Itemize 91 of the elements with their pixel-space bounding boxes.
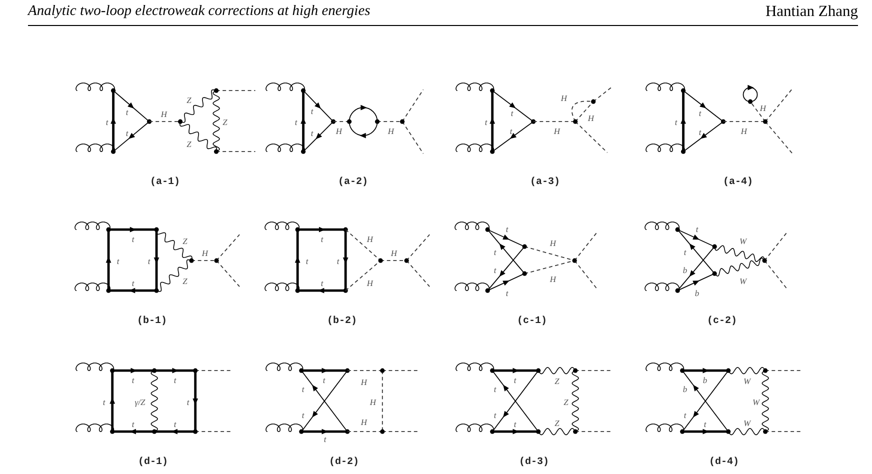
particle-label: t	[514, 376, 516, 384]
particle-label: H	[388, 126, 394, 136]
particle-label: t	[132, 420, 134, 428]
particle-label: H	[366, 234, 374, 244]
particle-label: t	[494, 384, 496, 394]
particle-label: W	[752, 398, 760, 406]
particle-label: H	[360, 418, 368, 426]
particle-label: Z	[222, 118, 228, 126]
particle-label: t	[696, 224, 698, 234]
author-name: Hantian Zhang	[765, 3, 858, 20]
particle-label: H	[366, 278, 374, 288]
particle-label: t	[322, 376, 326, 384]
particle-label: H	[360, 378, 368, 386]
particle-label: Z	[182, 276, 188, 286]
particle-label: t	[494, 410, 496, 420]
particle-label: t	[302, 384, 304, 394]
particle-label: t	[674, 118, 678, 126]
particle-label: b	[694, 288, 700, 298]
particle-label: H	[740, 126, 748, 136]
subfigure-caption: (b-1)	[137, 317, 167, 327]
particle-label: t	[148, 256, 150, 266]
subfigure-caption: (d-1)	[138, 458, 168, 468]
particle-label: W	[743, 418, 751, 428]
particle-label: t	[126, 128, 128, 138]
particle-label: t	[306, 256, 308, 266]
particle-label: t	[506, 224, 508, 234]
particle-label: H	[336, 126, 342, 136]
particle-label: t	[698, 128, 702, 136]
particle-label: H	[560, 94, 568, 102]
particle-label: Z	[186, 140, 192, 148]
particle-label: t	[514, 420, 516, 428]
subfigure-caption: (a-1)	[150, 178, 180, 188]
particle-label: H	[760, 104, 766, 112]
subfigure-caption: (c-1)	[517, 317, 547, 327]
particle-label: W	[743, 376, 751, 386]
subfigure-caption: (a-3)	[530, 178, 560, 188]
particle-label: b	[682, 266, 688, 274]
particle-label: t	[174, 420, 176, 428]
particle-label: t	[294, 118, 298, 126]
particle-label: t	[684, 248, 686, 256]
particle-label: b	[702, 376, 708, 384]
particle-label: t	[494, 248, 496, 256]
particle-label: W	[739, 236, 747, 246]
subfigure-caption: (a-4)	[723, 178, 753, 188]
particle-label: t	[186, 398, 190, 406]
particle-label: t	[310, 128, 314, 138]
particle-label: t	[310, 106, 314, 116]
particle-label: t	[106, 118, 108, 126]
particle-label: t	[320, 234, 324, 244]
particle-label: t	[126, 108, 128, 116]
particle-label: t	[336, 256, 340, 266]
subfigure-caption: (d-2)	[329, 458, 359, 468]
particle-label: H	[550, 274, 556, 284]
particle-label: t	[324, 434, 326, 444]
particle-label: t	[510, 126, 512, 136]
particle-label: t	[116, 256, 120, 266]
particle-label: H	[160, 110, 168, 118]
particle-label: b	[682, 384, 688, 394]
particle-label: t	[132, 376, 134, 384]
particle-label: Z	[564, 398, 568, 406]
particle-label: t	[132, 234, 134, 244]
particle-label: t	[320, 278, 324, 288]
particle-label: Z	[554, 418, 560, 428]
particle-label: t	[698, 108, 702, 118]
particle-label: t	[704, 420, 706, 428]
subfigure-caption: (d-3)	[519, 458, 549, 468]
particle-label: H	[390, 248, 398, 258]
particle-label: γ/Z	[134, 398, 146, 406]
particle-label: H	[202, 248, 208, 258]
subfigure-caption: (c-2)	[707, 317, 737, 327]
particle-label: t	[506, 288, 508, 298]
particle-label: t	[302, 410, 304, 420]
running-title: Analytic two-loop electroweak corrections at high energies	[28, 4, 370, 20]
particle-label: Z	[554, 376, 560, 386]
particle-label: t	[484, 118, 488, 126]
particle-label: Z	[182, 236, 188, 246]
particle-label: t	[132, 278, 134, 288]
particle-label: H	[550, 238, 556, 248]
particle-label: H	[588, 114, 594, 122]
subfigure-caption: (d-4)	[709, 458, 739, 468]
particle-label: t	[684, 410, 686, 420]
particle-label: t	[510, 108, 514, 118]
particle-label: Z	[186, 96, 192, 104]
subfigure-caption: (b-2)	[327, 317, 357, 327]
particle-label: t	[102, 398, 106, 406]
particle-label: W	[739, 276, 747, 286]
particle-label: t	[174, 376, 176, 384]
particle-label: t	[494, 266, 496, 274]
subfigure-caption: (a-2)	[338, 178, 368, 188]
particle-label: H	[370, 398, 376, 406]
particle-label: H	[554, 126, 560, 136]
